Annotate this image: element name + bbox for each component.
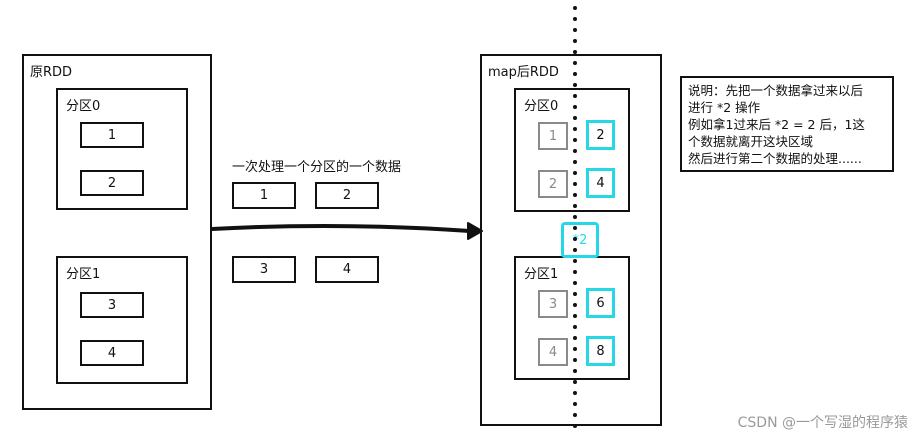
mapped-rdd-title: map后RDD: [488, 65, 559, 80]
watermark: CSDN @一个写湿的程序猿: [737, 415, 908, 431]
transfer-item-1: 1: [232, 182, 296, 209]
mapped-output-2: 2: [586, 120, 615, 150]
mapped-input-1: 1: [538, 122, 568, 150]
mapped-partition-1-label: 分区1: [524, 267, 559, 282]
original-partition-0-label: 分区0: [66, 99, 101, 114]
note-line-3: 例如拿1过来后 *2 = 2 后，1这: [688, 117, 865, 132]
note-line-1: 说明：先把一个数据拿过来以后: [688, 83, 864, 98]
transfer-item-3: 3: [232, 256, 296, 283]
operation-box: *2: [561, 222, 599, 258]
mapped-input-4: 4: [538, 338, 568, 366]
mapped-input-3: 3: [538, 290, 568, 318]
original-item-2: 2: [80, 170, 144, 196]
transfer-item-4: 4: [315, 256, 379, 283]
operation-label: *2: [572, 232, 588, 248]
note-line-5: 然后进行第二个数据的处理......: [688, 151, 862, 166]
original-partition-1-label: 分区1: [66, 267, 101, 282]
mapped-output-4: 4: [586, 168, 615, 198]
explanation-note: 说明：先把一个数据拿过来以后 进行 *2 操作 例如拿1过来后 *2 = 2 后…: [680, 76, 894, 172]
mapped-input-2: 2: [538, 170, 568, 198]
transfer-item-2: 2: [315, 182, 379, 209]
original-rdd-title: 原RDD: [30, 65, 73, 80]
note-line-2: 进行 *2 操作: [688, 100, 761, 115]
note-line-4: 个数据就离开这块区域: [688, 134, 814, 149]
transfer-caption: 一次处理一个分区的一个数据: [232, 160, 402, 175]
mapped-output-8: 8: [586, 336, 615, 366]
original-item-4: 4: [80, 340, 144, 366]
original-item-1: 1: [80, 122, 144, 148]
transfer-arrow: [210, 222, 483, 240]
original-item-3: 3: [80, 292, 144, 318]
mapped-partition-0: 分区0: [514, 88, 630, 212]
mapped-partition-0-label: 分区0: [524, 99, 559, 114]
mapped-output-6: 6: [586, 288, 615, 318]
